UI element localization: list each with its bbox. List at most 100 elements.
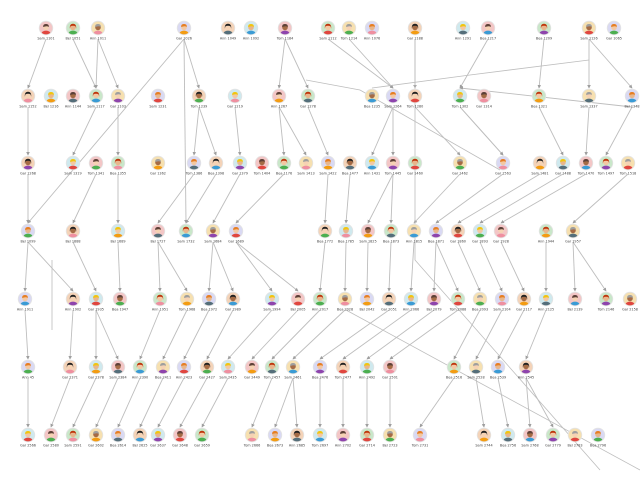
- person-node[interactable]: Tom 1280: [406, 88, 424, 109]
- person-node[interactable]: Gar 2051: [381, 291, 397, 312]
- person-node[interactable]: Sam 1994: [263, 291, 281, 312]
- person-node[interactable]: Bea 2476: [312, 359, 328, 380]
- person-node[interactable]: Ann 2125: [538, 291, 554, 312]
- person-node[interactable]: Sam 2768: [521, 427, 539, 448]
- person-node[interactable]: Gar 2659: [194, 427, 210, 448]
- person-node[interactable]: Sam 1319: [64, 155, 82, 176]
- person-node[interactable]: Ann 2492: [359, 359, 375, 380]
- person-node[interactable]: Tom 1470: [577, 155, 595, 176]
- person-node[interactable]: Bel 2005: [290, 291, 306, 312]
- person-node[interactable]: Ann 1049: [220, 20, 236, 41]
- person-node[interactable]: Ann 2702: [335, 427, 351, 448]
- person-node[interactable]: Bel 2723: [382, 427, 398, 448]
- person-node[interactable]: Tom 2457: [263, 359, 281, 380]
- person-node[interactable]: Bea 1217: [480, 20, 496, 41]
- person-node[interactable]: Bel 2042: [359, 291, 375, 312]
- person-node[interactable]: Bel 2139: [567, 291, 583, 312]
- person-node[interactable]: Tom 1341: [87, 155, 105, 176]
- person-node[interactable]: Ann 1092: [243, 20, 259, 41]
- person-node[interactable]: Ann 1076: [364, 20, 380, 41]
- person-node[interactable]: Sam 1152: [19, 88, 37, 109]
- person-node[interactable]: Ann 2390: [132, 359, 148, 380]
- person-node[interactable]: Bea 1772: [317, 223, 333, 244]
- person-node[interactable]: Tom 1184: [276, 20, 294, 41]
- person-node[interactable]: Gar 2779: [545, 427, 561, 448]
- person-node[interactable]: Gar 1103: [110, 88, 126, 109]
- person-node[interactable]: Bea 1873: [383, 223, 399, 244]
- person-node[interactable]: Bel 2079: [426, 291, 442, 312]
- person-node[interactable]: Ann 1291: [455, 20, 471, 41]
- person-node[interactable]: Ann 1944: [538, 223, 554, 244]
- person-node[interactable]: Tom 2477: [334, 359, 352, 380]
- person-node[interactable]: Gar 1893: [472, 223, 488, 244]
- person-node[interactable]: Gar 2580: [43, 427, 59, 448]
- person-node[interactable]: Tom 2088: [449, 291, 467, 312]
- person-node[interactable]: Sam 2435: [219, 359, 237, 380]
- person-node[interactable]: Tom 2666: [243, 427, 261, 448]
- person-node[interactable]: Tom 1239: [190, 88, 208, 109]
- person-node[interactable]: Bea 1321: [531, 88, 547, 109]
- person-node[interactable]: Bel 1099: [20, 223, 36, 244]
- person-node[interactable]: Gar 1488: [555, 155, 571, 176]
- person-node[interactable]: Bea 2614: [110, 427, 126, 448]
- person-node[interactable]: Sam 1422: [319, 155, 337, 176]
- person-node[interactable]: Bel 1689: [110, 223, 126, 244]
- person-node[interactable]: Sam 1101: [37, 20, 55, 41]
- person-node[interactable]: Sam 1231: [149, 88, 167, 109]
- person-node[interactable]: Gar 1268: [20, 155, 36, 176]
- person-node[interactable]: Ann 2685: [289, 427, 305, 448]
- person-node[interactable]: Gar 1362: [150, 155, 166, 176]
- person-node[interactable]: Gar 2378: [88, 359, 104, 380]
- person-node[interactable]: Bea 2028: [337, 291, 353, 312]
- person-node[interactable]: Bel 1348: [624, 88, 640, 109]
- person-node[interactable]: Bea 1176: [276, 155, 292, 176]
- person-node[interactable]: Tom 1214: [340, 20, 358, 41]
- person-node[interactable]: Sam 1264: [384, 88, 402, 109]
- person-node[interactable]: Sam 1684: [204, 223, 222, 244]
- person-node[interactable]: Tom 1404: [253, 155, 271, 176]
- person-node[interactable]: Tom 1445: [384, 155, 402, 176]
- person-node[interactable]: Gar 2427: [199, 359, 215, 380]
- person-node[interactable]: Gar 2648: [172, 427, 188, 448]
- person-node[interactable]: Tom 2697: [311, 427, 329, 448]
- person-node[interactable]: Bel 2783: [567, 427, 583, 448]
- person-node[interactable]: Bea 1355: [110, 155, 126, 176]
- person-node[interactable]: Sam 2104: [493, 291, 511, 312]
- person-node[interactable]: Sam 2744: [475, 427, 493, 448]
- person-node[interactable]: Bea 2756: [500, 427, 516, 448]
- person-node[interactable]: Gar 2117: [516, 291, 532, 312]
- person-node[interactable]: Bea 1209: [536, 20, 552, 41]
- person-node[interactable]: Sam 2461: [284, 359, 302, 380]
- person-node[interactable]: Bel 1051: [65, 20, 81, 41]
- person-node[interactable]: Tom 1497: [597, 155, 615, 176]
- person-node[interactable]: Bea 1871: [428, 223, 444, 244]
- person-node[interactable]: Ann 1267: [271, 88, 287, 109]
- person-node[interactable]: Gar 1935: [88, 291, 104, 312]
- person-node[interactable]: Tom 1518: [619, 155, 637, 176]
- person-node[interactable]: Bea 2516: [446, 359, 462, 380]
- person-node[interactable]: Gar 1379: [232, 155, 248, 176]
- person-node[interactable]: Gar 2371: [62, 359, 78, 380]
- person-node[interactable]: Tom 1386: [185, 155, 203, 176]
- person-node[interactable]: Ann 1144: [65, 88, 81, 109]
- person-node[interactable]: Gar 1928: [493, 223, 509, 244]
- person-node[interactable]: Ann 1951: [152, 291, 168, 312]
- person-node[interactable]: Gar 2566: [20, 427, 36, 448]
- person-node[interactable]: Ann 2545: [518, 359, 534, 380]
- person-node[interactable]: Ann 1911: [17, 291, 33, 312]
- person-node[interactable]: Gar 2501: [382, 359, 398, 380]
- person-node[interactable]: Gar 1957: [565, 223, 581, 244]
- person-node[interactable]: Bea 2673: [267, 427, 283, 448]
- person-node[interactable]: Tom 2146: [597, 291, 615, 312]
- person-node[interactable]: Sam 2384: [109, 359, 127, 380]
- person-node[interactable]: Bea 2796: [590, 427, 606, 448]
- person-node[interactable]: Bea 1947: [112, 291, 128, 312]
- person-node[interactable]: Bea 2411: [155, 359, 171, 380]
- person-node[interactable]: Sam 1117: [87, 88, 105, 109]
- person-node[interactable]: Ann 2066: [403, 291, 419, 312]
- person-node[interactable]: Sam 1337: [580, 88, 598, 109]
- person-node[interactable]: Tom 2731: [411, 427, 429, 448]
- person-node[interactable]: Bea 2093: [472, 291, 488, 312]
- person-node[interactable]: Bea 1972: [201, 291, 217, 312]
- person-node[interactable]: Tom 1968: [178, 291, 196, 312]
